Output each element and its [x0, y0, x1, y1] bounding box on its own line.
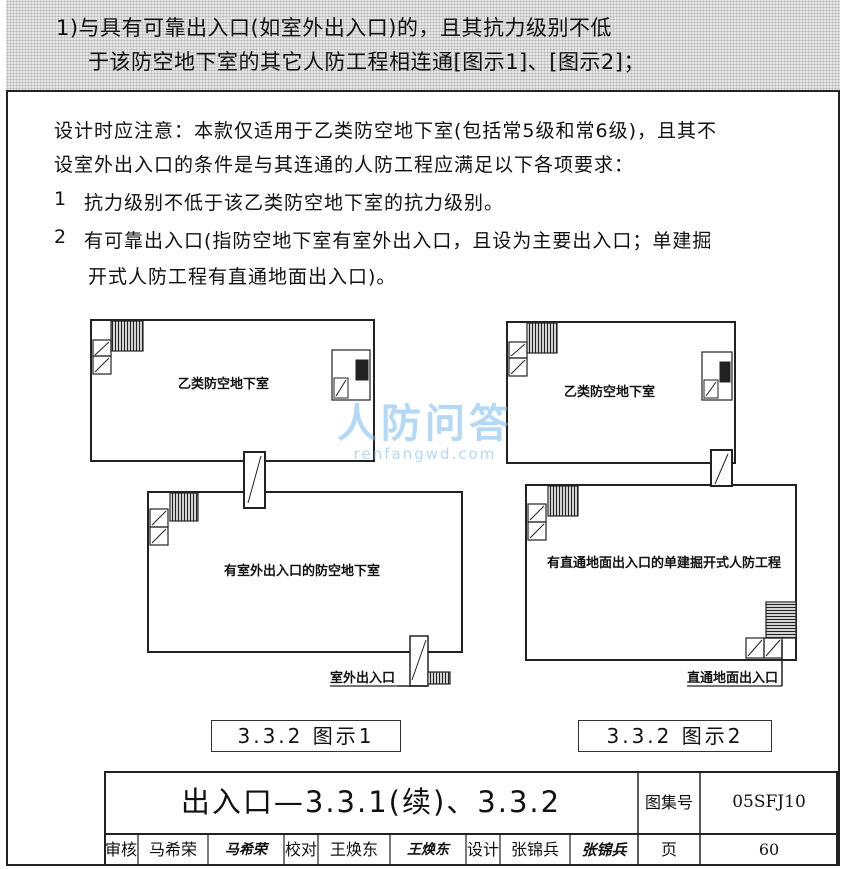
title-block-grid	[104, 771, 838, 866]
figure2-exit-stair	[765, 601, 797, 639]
clause-line-1: 1)与具有可靠出入口(如室外出入口)的，且其抗力级别不低	[56, 16, 612, 40]
figure1-exit-stair	[427, 671, 451, 685]
note-item-1-text: 抗力级别不低于该乙类防空地下室的抗力级别。	[84, 192, 505, 214]
checker-signature: 王焕东	[407, 842, 449, 858]
atlas-number: 05SFJ10	[732, 792, 806, 812]
figure2-lower-room-label: 有直通地面出入口的单建掘开式人防工程	[547, 555, 781, 571]
figure2-upper-room-label: 乙类防空地下室	[564, 384, 655, 400]
reviewer-name: 马希荣	[148, 840, 197, 859]
figure1-lower-room-label: 有室外出入口的防空地下室	[224, 563, 380, 579]
note-item-2-text-b: 开式人防工程有直通地面出入口)。	[88, 266, 397, 288]
figure1-exit-label: 室外出入口	[330, 670, 395, 686]
page-label: 页	[660, 840, 677, 859]
figure2-exit-label: 直通地面出入口	[687, 670, 778, 686]
figure1-lower-room	[147, 491, 463, 653]
clause-line-2: 于该防空地下室的其它人防工程相连通[图示1]、[图示2]；	[88, 50, 645, 74]
note-item-2-text-a: 有可靠出入口(指防空地下室有室外出入口，且设为主要出入口；单建掘	[84, 230, 713, 252]
figure2-caption: 3.3.2 图示2	[578, 720, 772, 752]
review-label: 审核	[104, 840, 137, 859]
figure2-upper-stair	[526, 322, 558, 354]
design-label: 设计	[466, 840, 499, 859]
figure1-caption: 3.3.2 图示1	[211, 720, 401, 752]
checker-name: 王焕东	[329, 840, 378, 859]
figure1-upper-stair	[110, 320, 144, 352]
page-number: 60	[758, 840, 780, 859]
title-block: 出入口—3.3.1(续)、3.3.2 图集号 05SFJ10 审核 马希荣 马希…	[104, 771, 838, 866]
check-label: 校对	[284, 840, 317, 859]
figure1-lower-stair	[169, 492, 199, 522]
designer-name: 张锦兵	[510, 840, 559, 859]
clause-box	[6, 0, 840, 92]
note-item-1-number: 1	[54, 188, 68, 210]
figure1-drawing	[90, 319, 463, 687]
figure2-lower-stair	[547, 485, 579, 517]
note-item-2-number: 2	[54, 226, 68, 248]
figure2-drawing	[506, 321, 797, 686]
figure1-upper-room-label: 乙类防空地下室	[178, 376, 269, 392]
drawing-title: 出入口—3.3.1(续)、3.3.2	[180, 785, 562, 819]
reviewer-signature: 马希荣	[225, 842, 267, 858]
note-line-1: 设计时应注意：本款仅适用于乙类防空地下室(包括常5级和常6级)，且其不	[54, 120, 718, 142]
note-line-2: 设室外出入口的条件是与其连通的人防工程应满足以下各项要求：	[54, 154, 635, 176]
designer-signature: 张锦兵	[581, 841, 627, 859]
atlas-number-label: 图集号	[644, 793, 693, 812]
